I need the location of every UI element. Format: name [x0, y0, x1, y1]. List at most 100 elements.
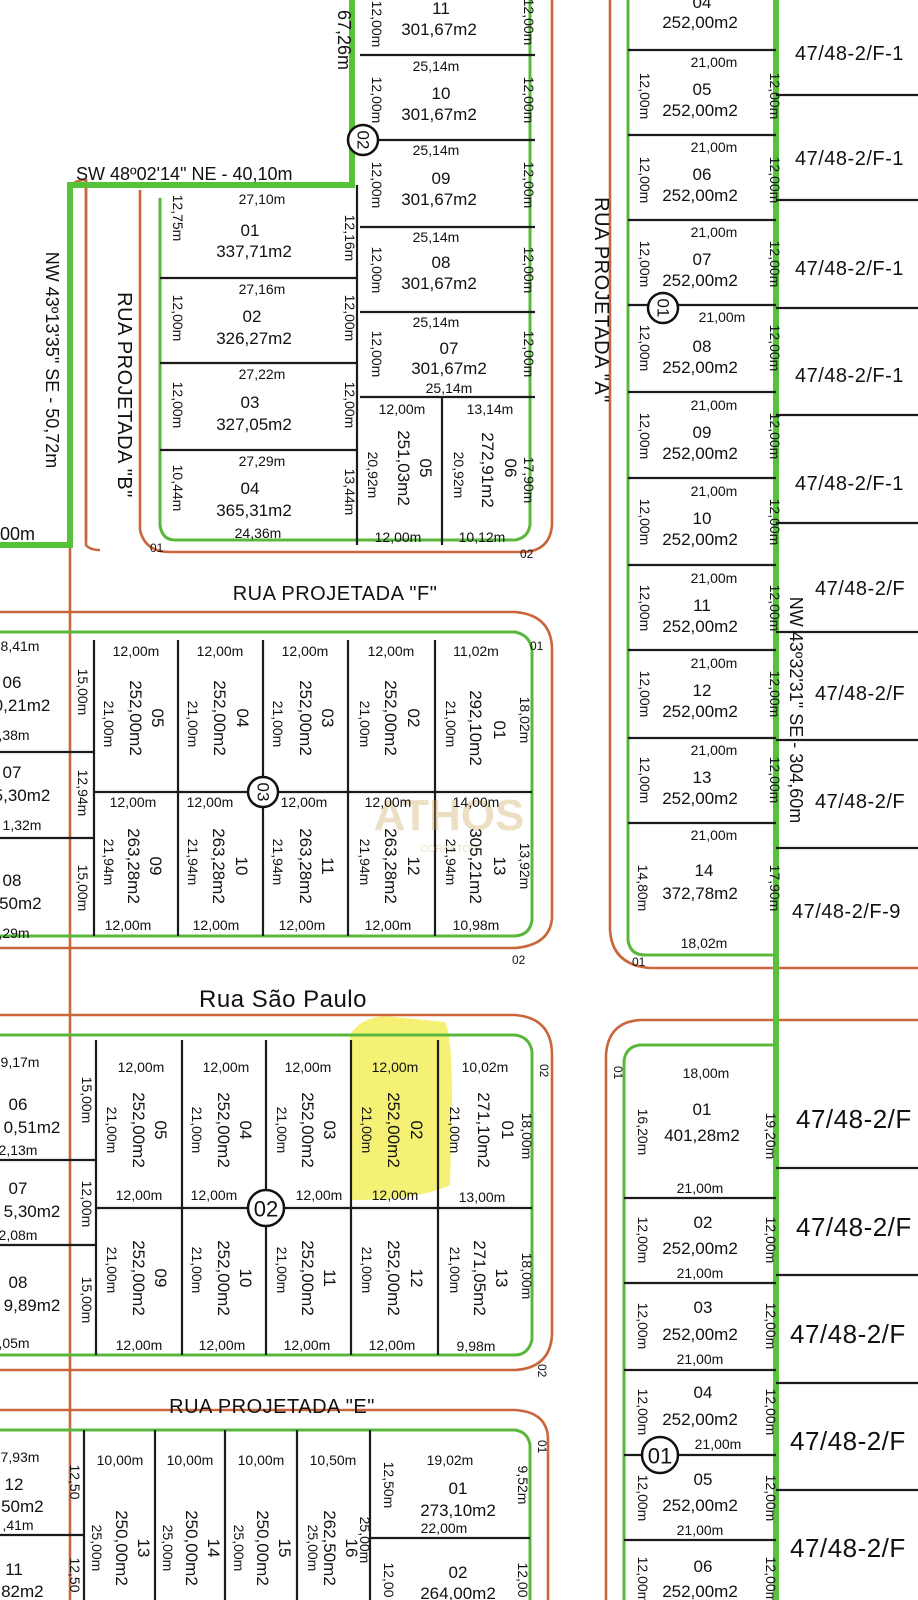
lot-dim: 21,94m: [101, 839, 117, 886]
marker-b02-top: 02: [354, 131, 373, 150]
lot-dim: 21,00m: [691, 224, 738, 240]
lots-top-middle: 11 301,67m2 25,14m 10 301,67m2 25,14m 09…: [369, 0, 537, 396]
lot-area: 252,00m2: [129, 1092, 148, 1168]
lot-number: 05: [148, 709, 167, 728]
lot-number: 08: [432, 253, 451, 272]
lot-dim: 12,00m: [521, 331, 537, 378]
lot-dim: 21,00m: [691, 570, 738, 586]
lot-area: 252,00m2: [129, 1240, 148, 1316]
lot-dim: 12,00m: [116, 1187, 163, 1203]
lot-dim: 12,00m: [637, 73, 653, 120]
lot-number: 11: [432, 0, 450, 18]
lot-dim: 27,29m: [239, 453, 286, 469]
lot-dim: 18,00m: [519, 1253, 535, 1300]
lot-dim: 12,00m: [110, 794, 157, 810]
highlighted-lot-02[interactable]: [350, 1016, 452, 1200]
lot-number: 11: [5, 1560, 23, 1579]
lot-dim: 12,00m: [767, 413, 783, 460]
lot-dim: 12,50: [67, 1464, 83, 1499]
lot-area: 252,00m2: [662, 1496, 738, 1515]
lot-dim: 21,00m: [695, 1436, 742, 1452]
lot-number: 04: [694, 1383, 713, 1402]
lot-dim: 9,17m: [1, 1054, 40, 1070]
lot-dim: 12,00m: [170, 295, 186, 342]
lot-dim: 12,00m: [767, 671, 783, 718]
lot-dim: 21,00m: [699, 309, 746, 325]
lot-number: 01: [498, 1121, 517, 1140]
lot-number: 14: [695, 861, 714, 880]
street-rua-projetada-f: RUA PROJETADA "F": [233, 583, 438, 605]
lot-area: 252,00m2: [384, 1240, 403, 1316]
neighbor-label: 47/48-2/F: [815, 791, 905, 813]
bearing-nw-right: NW 43º32'31" SE - 304,60m: [786, 597, 806, 824]
lot-number: 01: [490, 721, 509, 740]
lot-number: 02: [404, 709, 423, 728]
lot-dim: 15,00m: [79, 1277, 95, 1324]
lot-dim: 27,10m: [239, 191, 286, 207]
lot-dim: 12,00m: [635, 1557, 651, 1600]
lot-dim: 12,00m: [369, 162, 385, 209]
lot-dim: 13,00m: [459, 1189, 506, 1205]
lot-dim: 10,44m: [170, 465, 186, 512]
block-bottom: 7,93m 12 ,50m2 12,50 ,41m 11 ,82m2 12,50…: [0, 1449, 531, 1600]
lot-number: 04: [236, 1121, 255, 1140]
lot-dim: 12,00m: [284, 1337, 331, 1353]
lot-dim: 9,98m: [457, 1338, 496, 1354]
lot-dim: 12,00m: [285, 1059, 332, 1075]
lot-dim: 12,00m: [637, 585, 653, 632]
lot-dim: 25,14m: [413, 58, 460, 74]
lot-dim: 12,00m: [763, 1217, 779, 1264]
lot-number: 10: [236, 1269, 255, 1288]
lot-dim: 12,00m: [763, 1475, 779, 1522]
lot-dim: 12,00: [381, 1562, 397, 1597]
neighbor-label: 47/48-2/F-9: [792, 901, 901, 923]
lot-dim: 12,00m: [521, 0, 537, 45]
lot-dim: 25,00m: [231, 1525, 247, 1572]
lot-number: 11: [693, 596, 711, 615]
neighbor-label: 47/48-2/F: [790, 1426, 906, 1456]
lot-area: 301,67m2: [411, 359, 487, 378]
lot-dim: 20,92m: [365, 452, 381, 499]
neighbor-label: 47/48-2/F-1: [795, 365, 904, 387]
lot-area: 0,51m2: [4, 1118, 61, 1137]
lot-number: 07: [440, 339, 459, 358]
left-cut-dimension: 00m: [0, 524, 35, 544]
lot-area: 252,00m2: [662, 444, 738, 463]
street-rua-projetada-b: RUA PROJETADA "B": [113, 292, 135, 498]
lot-number: 11: [318, 857, 337, 875]
lot-area: 252,00m2: [381, 680, 400, 756]
lot-dim: 1,32m: [3, 817, 42, 833]
lot-number: 12: [5, 1475, 24, 1494]
lot-dim: 21,00m: [359, 1107, 375, 1154]
lot-dim: 21,00m: [357, 701, 373, 748]
lot-dim: 12,00m: [369, 247, 385, 294]
corner-7: 01: [611, 1066, 625, 1080]
lot-area: 5,30m2: [0, 786, 50, 805]
lot-area: 252,00m2: [662, 101, 738, 120]
lot-dim: 10,98m: [453, 917, 500, 933]
lot-dim: 21,00m: [104, 1107, 120, 1154]
lot-dim: 12,00m: [116, 1337, 163, 1353]
lot-dim: 21,00m: [185, 701, 201, 748]
lot-dim: 10,50m: [310, 1452, 357, 1468]
watermark-brand: ATHOS: [374, 791, 525, 840]
lot-number: 09: [693, 423, 712, 442]
lot-area: 252,00m2: [662, 1582, 738, 1600]
lot-area: 9,89m2: [4, 1296, 61, 1315]
lot-number: 07: [693, 250, 712, 269]
lot-dim: 12,00m: [637, 757, 653, 804]
lot-dim: 17,90m: [521, 457, 537, 504]
lot-number: 01: [449, 1479, 468, 1498]
lot-dim: 9,52m: [515, 1466, 531, 1505]
watermark-sub: CORRETOR: [420, 844, 477, 855]
lot-dim: 12,00m: [767, 241, 783, 288]
lot-dim: 12,00m: [521, 162, 537, 209]
lot-number: 14: [204, 1539, 223, 1558]
lot-dim: 12,00m: [372, 1059, 419, 1075]
lot-dim: 12,00m: [637, 157, 653, 204]
lot-dim: 21,00m: [677, 1351, 724, 1367]
lot-number: 09: [146, 857, 165, 876]
lot-number: 02: [449, 1563, 468, 1582]
lot-dim: 2,13m: [0, 1142, 37, 1158]
lot-dim: 15,00m: [79, 1077, 95, 1124]
